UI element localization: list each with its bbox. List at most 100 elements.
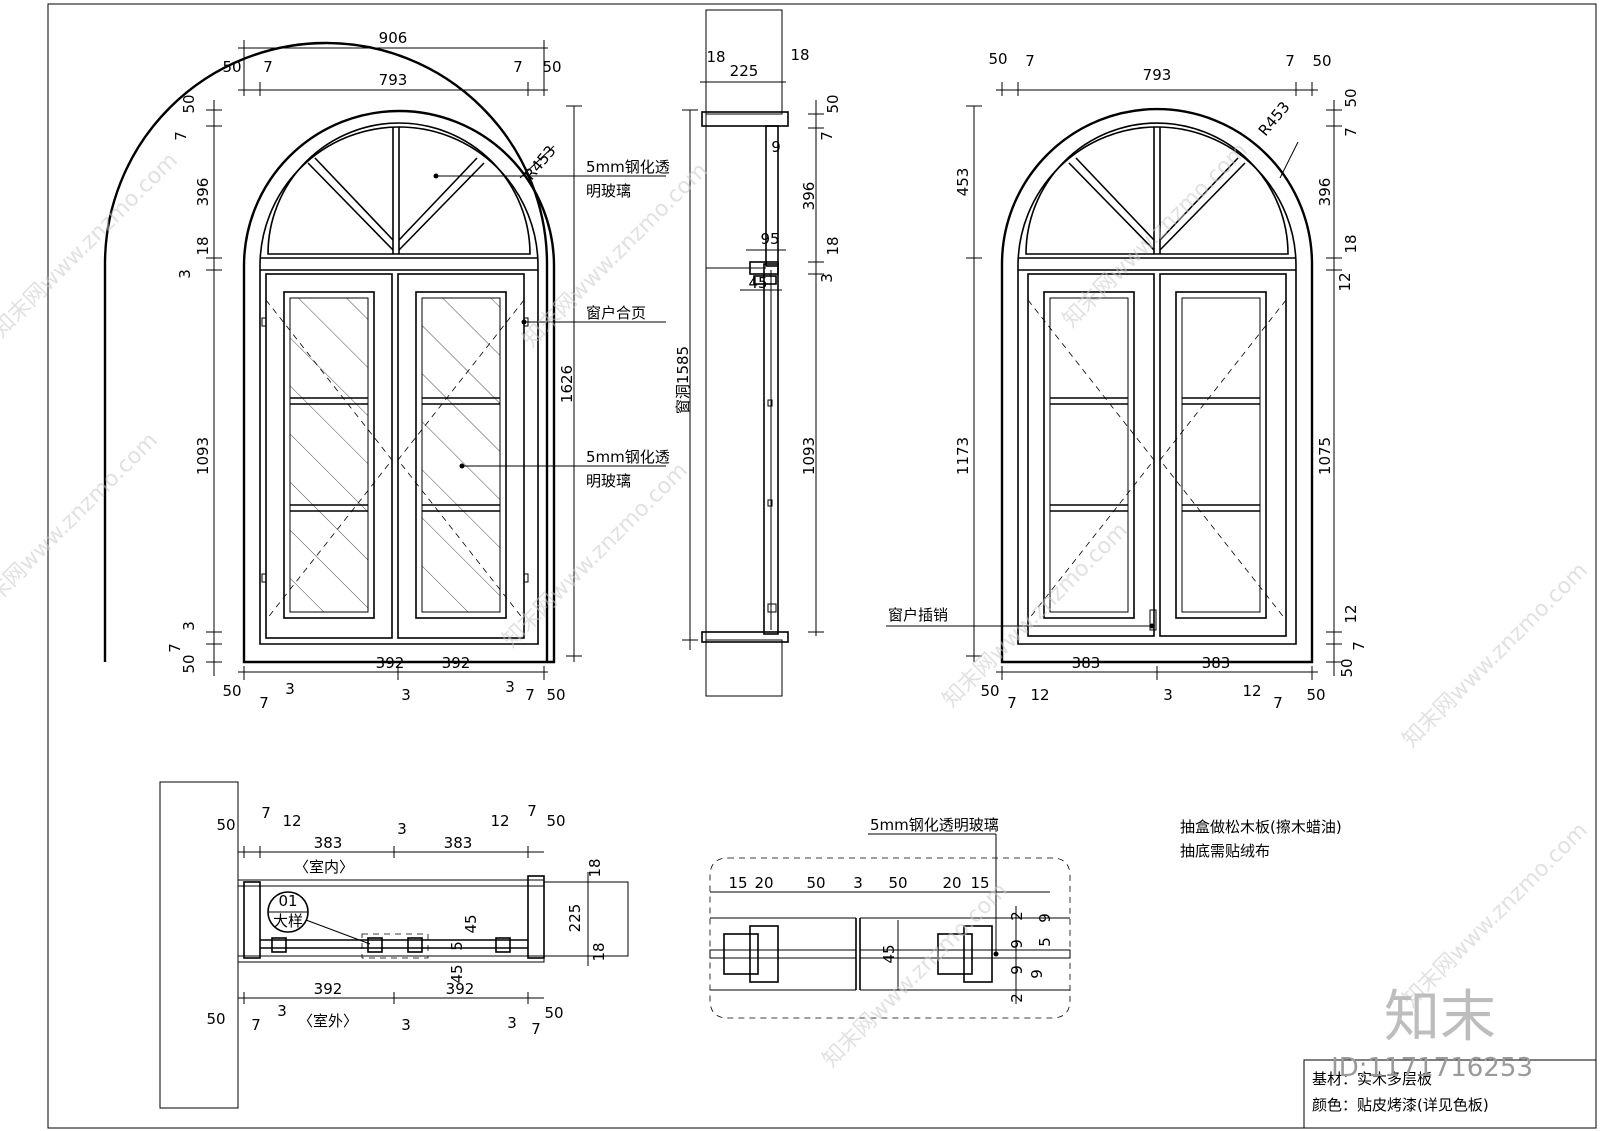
watermark-id: ID:1171716253 — [1331, 1053, 1533, 1083]
front-elevation-left: 906 793 50 7 7 50 392 392 50 7 3 3 3 7 5… — [103, 29, 670, 712]
dim-50: 50 — [542, 58, 561, 76]
dim-3: 3 — [401, 1016, 411, 1034]
dim-9: 9 — [1008, 965, 1026, 975]
dim-1626: 1626 — [558, 365, 576, 403]
watermark-site: 知末网www.znzmo.com — [0, 428, 163, 623]
dim-2: 2 — [1008, 911, 1026, 921]
dim-9: 9 — [771, 138, 781, 156]
watermark-site: 知末网www.znzmo.com — [938, 518, 1133, 713]
dim-453: 453 — [954, 168, 972, 197]
dim-50: 50 — [546, 686, 565, 704]
dim-50: 50 — [206, 1010, 225, 1028]
dim-18: 18 — [586, 858, 604, 877]
dim-12: 12 — [1242, 682, 1261, 700]
dim-3: 3 — [397, 820, 407, 838]
dim-7: 7 — [527, 802, 537, 820]
label-glass-top-1: 5mm钢化透 — [586, 158, 670, 176]
dim-50: 50 — [216, 816, 235, 834]
dim-383: 383 — [444, 834, 473, 852]
dim-50: 50 — [544, 1004, 563, 1022]
section-view: 18 225 18 50 7 9 396 95 18 3 45 1093 窗洞1… — [674, 9, 842, 697]
dim-12: 12 — [1342, 604, 1360, 623]
dim-7: 7 — [1342, 127, 1360, 137]
dim-50: 50 — [824, 94, 842, 113]
note-line-1: 抽盒做松木板(擦木蜡油) — [1180, 818, 1342, 836]
dim-5: 5 — [1036, 937, 1054, 947]
dim-18: 18 — [790, 46, 809, 64]
dim-18: 18 — [1342, 234, 1360, 253]
dim-3: 3 — [1163, 686, 1173, 704]
dim-50: 50 — [1312, 52, 1331, 70]
dim-7: 7 — [261, 804, 271, 822]
dim-383: 383 — [1072, 654, 1101, 672]
dim-396: 396 — [194, 178, 212, 207]
dim-225: 225 — [566, 904, 584, 933]
plan-view: 50 7 12 383 3 383 12 7 50 18 225 18 45 5… — [159, 781, 629, 1109]
dim-392: 392 — [442, 654, 471, 672]
dim-95: 95 — [760, 230, 779, 248]
dim-12: 12 — [1030, 686, 1049, 704]
label-hinge: 窗户合页 — [586, 304, 646, 322]
dim-7: 7 — [263, 58, 273, 76]
dim-7: 7 — [513, 58, 523, 76]
dim-3: 3 — [505, 678, 515, 696]
dim-15: 15 — [970, 874, 989, 892]
dim-3: 3 — [180, 621, 198, 631]
dim-225: 225 — [730, 62, 759, 80]
dim-45: 45 — [448, 964, 466, 983]
dim-45: 45 — [462, 914, 480, 933]
dim-12: 12 — [282, 812, 301, 830]
dim-50: 50 — [980, 682, 999, 700]
dim-r453: R453 — [521, 142, 560, 183]
dim-45: 45 — [748, 274, 767, 292]
dim-7: 7 — [818, 131, 836, 141]
title-block: 基材：实木多层板 颜色：贴皮烤漆(详见色板) — [1303, 1059, 1597, 1129]
dim-7: 7 — [1025, 52, 1035, 70]
dim-396: 396 — [800, 182, 818, 211]
dim-50: 50 — [180, 94, 198, 113]
dim-3: 3 — [507, 1014, 517, 1032]
dim-396: 396 — [1316, 178, 1334, 207]
dim-1093: 1093 — [800, 437, 818, 475]
watermark-site: 知末网www.znzmo.com — [0, 148, 183, 343]
label-glass-mid-1: 5mm钢化透 — [586, 448, 670, 466]
dim-50: 50 — [888, 874, 907, 892]
detail-tag-number: 01 — [278, 892, 297, 910]
dim-7: 7 — [1285, 52, 1295, 70]
dim-50: 50 — [988, 50, 1007, 68]
dim-50: 50 — [806, 874, 825, 892]
watermark-site: 知末网www.znzmo.com — [1398, 558, 1593, 753]
dim-45: 45 — [880, 944, 898, 963]
dim-12: 12 — [1336, 272, 1354, 291]
dim-906: 906 — [379, 29, 408, 47]
dim-3: 3 — [277, 1002, 287, 1020]
dim-3: 3 — [853, 874, 863, 892]
dim-392: 392 — [314, 980, 343, 998]
dim-7: 7 — [172, 131, 190, 141]
dim-3: 3 — [818, 273, 836, 283]
notes: 抽盒做松木板(擦木蜡油) 抽底需贴绒布 — [1180, 818, 1342, 860]
dim-20: 20 — [942, 874, 961, 892]
dim-50: 50 — [222, 58, 241, 76]
dim-383: 383 — [1202, 654, 1231, 672]
dim-7: 7 — [259, 694, 269, 712]
dim-3: 3 — [176, 269, 194, 279]
dim-383: 383 — [314, 834, 343, 852]
dim-3: 3 — [401, 686, 411, 704]
dim-20: 20 — [754, 874, 773, 892]
dim-7: 7 — [1007, 694, 1017, 712]
dim-9: 9 — [1028, 969, 1046, 979]
dim-7: 7 — [525, 686, 535, 704]
dim-opening-1585: 窗洞1585 — [674, 346, 692, 414]
label-glass-mid-2: 明玻璃 — [586, 472, 631, 490]
dim-7: 7 — [1350, 641, 1368, 651]
dim-18: 18 — [824, 236, 842, 255]
dim-7: 7 — [1273, 694, 1283, 712]
front-elevation-right: 50 7 793 7 50 R453 453 1173 50 7 396 18 … — [886, 50, 1368, 712]
label-latch: 窗户插销 — [888, 606, 948, 624]
detail-view: 5mm钢化透明玻璃 15 20 50 3 50 20 15 45 2 9 9 5… — [709, 816, 1071, 1019]
label-detail-glass: 5mm钢化透明玻璃 — [870, 816, 999, 834]
dim-50: 50 — [1306, 686, 1325, 704]
dim-12: 12 — [490, 812, 509, 830]
